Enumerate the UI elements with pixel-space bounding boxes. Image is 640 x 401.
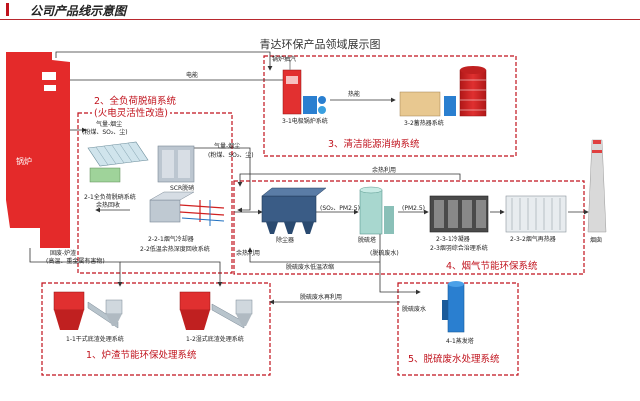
system-title-1: 1、炉渣节能环保处理系统 bbox=[84, 350, 199, 362]
flow-slag bbox=[29, 248, 123, 287]
equip-label-1-2: 1-2湿式底渣处理系统 bbox=[186, 336, 244, 343]
header: 公司产品线示意图 bbox=[0, 0, 640, 20]
equip-label-2-2-1: 2-2-1烟气冷却器 bbox=[148, 236, 194, 243]
label-flue-dust: 气量-烟尘 bbox=[96, 121, 123, 128]
flow-flue-2 bbox=[190, 147, 251, 213]
header-rule bbox=[0, 19, 640, 20]
equip-2-3-1 bbox=[429, 195, 489, 233]
equip-1-1 bbox=[53, 291, 123, 330]
label-boiler-steam: 锅炉抽汽 bbox=[272, 56, 297, 63]
equip-desulf-tower bbox=[359, 186, 394, 235]
label-heat: 热能 bbox=[348, 91, 361, 98]
system-title-5: 5、脱硫废水处理系统 bbox=[406, 354, 502, 366]
flow-slag-2 bbox=[120, 261, 223, 287]
equip-label-1-1: 1-1干式底渣处理系统 bbox=[66, 336, 124, 343]
equip-2-1 bbox=[87, 141, 149, 183]
chimney bbox=[587, 139, 607, 233]
equip-label-2-3-2: 2-3-2烟气再热器 bbox=[510, 236, 556, 243]
label-waste-heat-use: 余热利用 bbox=[236, 250, 261, 257]
diagram-title: 青达环保产品领域展示图 bbox=[259, 38, 381, 51]
equip-2-2-1 bbox=[149, 191, 225, 226]
label-flue-comp-2: (粉煤、SO₂、尘) bbox=[208, 152, 254, 159]
equip-3-2 bbox=[399, 66, 487, 117]
flow-boiler-steam bbox=[55, 51, 273, 71]
equip-label-3-1: 3-1电极锅炉系统 bbox=[282, 118, 328, 125]
equip-1-2 bbox=[179, 291, 253, 330]
label-desulf-reuse: 脱硫废水再利用 bbox=[300, 294, 343, 301]
system-box-2 bbox=[77, 112, 233, 274]
equip-label-2-2: 2-2低温余热深度回收系统 bbox=[140, 246, 210, 253]
label-scr: SCR脱硝 bbox=[170, 185, 195, 192]
label-waste-heat-recovery: 余热回收 bbox=[96, 202, 121, 209]
flow-heat-use bbox=[237, 173, 461, 187]
header-accent-bar bbox=[6, 3, 9, 16]
label-desulf-water-dense: (脱硫废水) bbox=[370, 250, 399, 257]
equip-dust-remover bbox=[261, 187, 327, 234]
flow-desulf-water bbox=[379, 234, 421, 295]
label-dust-remover: 除尘器 bbox=[276, 237, 295, 244]
equip-label-2-3-1: 2-3-1冷凝器 bbox=[436, 236, 470, 243]
system-subtitle-2: (火电灵活性改造) bbox=[92, 108, 170, 120]
label-low-temp-conc: 脱硫废水低温浓缩 bbox=[286, 264, 335, 271]
label-slag: 固废-炉渣 bbox=[50, 250, 77, 257]
equip-scr bbox=[157, 145, 195, 183]
equip-label-3-2: 3-2蓄热器系统 bbox=[404, 120, 444, 127]
label-heat-use: 余热利用 bbox=[372, 167, 397, 174]
equip-4-1 bbox=[442, 281, 465, 333]
header-title: 公司产品线示意图 bbox=[30, 4, 127, 18]
system-box-1 bbox=[41, 282, 271, 376]
system-box-4 bbox=[233, 180, 585, 275]
label-desulf-water: 脱硫废水 bbox=[402, 306, 427, 313]
system-title-4: 4、烟气节能环保系统 bbox=[444, 261, 540, 273]
system-title-3: 3、清洁能源消纳系统 bbox=[326, 139, 422, 151]
equip-label-4-1: 4-1蒸发塔 bbox=[446, 338, 474, 345]
label-desulf-tower: 脱硫塔 bbox=[358, 237, 377, 244]
boiler-label: 锅炉 bbox=[16, 157, 32, 166]
label-flue-comp: (粉煤、SO₂、尘) bbox=[82, 129, 128, 136]
label-flue-dust-2: 气量-烟尘 bbox=[214, 143, 241, 150]
equip-label-2-1: 2-1全负荷脱硝系统 bbox=[84, 194, 136, 201]
system-box-3 bbox=[263, 55, 517, 157]
flow-low-temp bbox=[247, 247, 380, 263]
chimney-label: 烟囱 bbox=[590, 237, 603, 244]
label-so2-pm25-a: (SO₂、PM2.5) bbox=[320, 205, 360, 212]
equip-3-1 bbox=[282, 60, 326, 115]
system-title-2: 2、全负荷脱硝系统 bbox=[92, 96, 179, 108]
label-so2-pm25-b: (PM2.5) bbox=[402, 205, 426, 212]
boiler bbox=[6, 52, 70, 248]
equip-label-2-3: 2-3烟羽综合治理系统 bbox=[430, 245, 488, 252]
label-electric: 电能 bbox=[186, 72, 199, 79]
equip-2-3-2 bbox=[505, 195, 567, 233]
label-slag-comp: (高温、重金属有害物) bbox=[46, 258, 105, 265]
